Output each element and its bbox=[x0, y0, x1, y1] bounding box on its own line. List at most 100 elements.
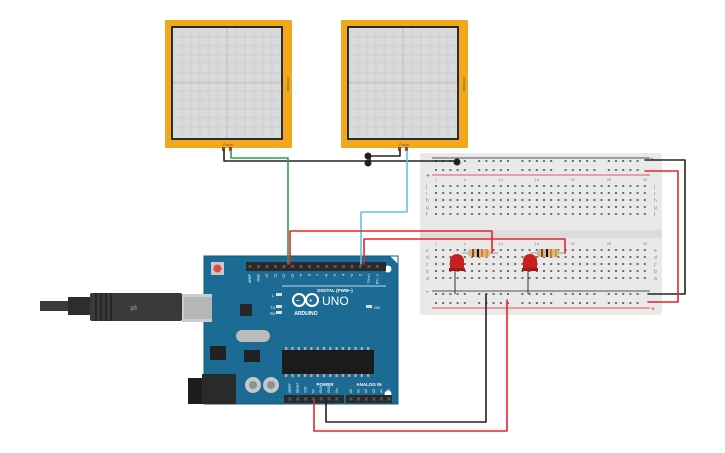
terminal-hole[interactable] bbox=[579, 256, 581, 258]
terminal-hole[interactable] bbox=[593, 213, 596, 215]
terminal-hole[interactable] bbox=[586, 206, 589, 208]
terminal-hole[interactable] bbox=[571, 192, 574, 194]
rail-hole[interactable] bbox=[507, 293, 509, 295]
terminal-hole[interactable] bbox=[564, 277, 567, 279]
terminal-hole[interactable] bbox=[579, 185, 581, 187]
terminal-hole[interactable] bbox=[478, 185, 481, 187]
terminal-hole[interactable] bbox=[622, 185, 625, 187]
wire-red-led2[interactable] bbox=[363, 238, 566, 265]
terminal-hole[interactable] bbox=[593, 270, 596, 272]
terminal-hole[interactable] bbox=[600, 185, 603, 187]
terminal-hole[interactable] bbox=[543, 206, 545, 208]
sensor-pin-2[interactable] bbox=[405, 147, 408, 151]
terminal-hole[interactable] bbox=[564, 185, 567, 187]
terminal-hole[interactable] bbox=[535, 256, 538, 258]
terminal-hole[interactable] bbox=[643, 270, 646, 272]
rail-hole[interactable] bbox=[550, 302, 553, 304]
rail-hole[interactable] bbox=[571, 302, 574, 304]
terminal-hole[interactable] bbox=[471, 192, 473, 194]
rail-hole[interactable] bbox=[607, 160, 610, 162]
rail-hole[interactable] bbox=[435, 293, 437, 295]
terminal-hole[interactable] bbox=[543, 270, 545, 272]
terminal-hole[interactable] bbox=[564, 206, 567, 208]
terminal-hole[interactable] bbox=[550, 199, 553, 201]
terminal-hole[interactable] bbox=[442, 256, 445, 258]
resistor-2[interactable] bbox=[530, 249, 566, 257]
terminal-hole[interactable] bbox=[636, 192, 639, 194]
terminal-hole[interactable] bbox=[499, 249, 502, 251]
rail-hole[interactable] bbox=[499, 160, 502, 162]
terminal-hole[interactable] bbox=[550, 277, 553, 279]
terminal-hole[interactable] bbox=[636, 185, 639, 187]
terminal-hole[interactable] bbox=[615, 270, 617, 272]
terminal-hole[interactable] bbox=[463, 206, 466, 208]
terminal-hole[interactable] bbox=[499, 270, 502, 272]
terminal-hole[interactable] bbox=[550, 213, 553, 215]
terminal-hole[interactable] bbox=[507, 263, 509, 265]
rail-hole[interactable] bbox=[564, 293, 567, 295]
terminal-hole[interactable] bbox=[629, 256, 632, 258]
rail-hole[interactable] bbox=[528, 302, 531, 304]
rail-hole[interactable] bbox=[564, 169, 567, 171]
terminal-hole[interactable] bbox=[600, 277, 603, 279]
terminal-hole[interactable] bbox=[557, 206, 560, 208]
terminal-hole[interactable] bbox=[557, 192, 560, 194]
terminal-hole[interactable] bbox=[629, 277, 632, 279]
rail-hole[interactable] bbox=[485, 160, 488, 162]
terminal-hole[interactable] bbox=[622, 206, 625, 208]
rail-hole[interactable] bbox=[571, 169, 574, 171]
terminal-hole[interactable] bbox=[435, 206, 437, 208]
terminal-hole[interactable] bbox=[463, 249, 466, 251]
terminal-hole[interactable] bbox=[492, 256, 495, 258]
terminal-hole[interactable] bbox=[600, 199, 603, 201]
terminal-hole[interactable] bbox=[557, 277, 560, 279]
header-hole[interactable] bbox=[265, 265, 269, 268]
terminal-hole[interactable] bbox=[607, 206, 610, 208]
terminal-hole[interactable] bbox=[456, 206, 459, 208]
rail-hole[interactable] bbox=[550, 293, 553, 295]
power-jack[interactable] bbox=[188, 374, 236, 404]
wire-junction[interactable] bbox=[364, 152, 372, 160]
rail-hole[interactable] bbox=[521, 169, 524, 171]
terminal-hole[interactable] bbox=[586, 270, 589, 272]
power-header[interactable] bbox=[284, 395, 344, 403]
terminal-hole[interactable] bbox=[643, 199, 646, 201]
terminal-hole[interactable] bbox=[607, 249, 610, 251]
header-hole[interactable] bbox=[367, 265, 371, 268]
terminal-hole[interactable] bbox=[528, 277, 531, 279]
rail-hole[interactable] bbox=[622, 293, 625, 295]
terminal-hole[interactable] bbox=[643, 192, 646, 194]
terminal-hole[interactable] bbox=[593, 206, 596, 208]
rail-hole[interactable] bbox=[593, 293, 596, 295]
rail-hole[interactable] bbox=[463, 293, 466, 295]
terminal-hole[interactable] bbox=[557, 256, 560, 258]
rail-hole[interactable] bbox=[521, 302, 524, 304]
terminal-hole[interactable] bbox=[485, 185, 488, 187]
terminal-hole[interactable] bbox=[571, 199, 574, 201]
rail-hole[interactable] bbox=[521, 160, 524, 162]
terminal-hole[interactable] bbox=[535, 192, 538, 194]
rail-hole[interactable] bbox=[571, 293, 574, 295]
terminal-hole[interactable] bbox=[471, 206, 473, 208]
rail-hole[interactable] bbox=[449, 302, 452, 304]
terminal-hole[interactable] bbox=[643, 206, 646, 208]
terminal-hole[interactable] bbox=[485, 199, 488, 201]
wire-black-rail-right[interactable] bbox=[644, 159, 686, 295]
terminal-hole[interactable] bbox=[463, 185, 466, 187]
terminal-hole[interactable] bbox=[521, 263, 524, 265]
terminal-hole[interactable] bbox=[593, 277, 596, 279]
terminal-hole[interactable] bbox=[471, 277, 473, 279]
terminal-hole[interactable] bbox=[564, 263, 567, 265]
terminal-hole[interactable] bbox=[442, 213, 445, 215]
rail-hole[interactable] bbox=[615, 302, 617, 304]
terminal-hole[interactable] bbox=[629, 249, 632, 251]
terminal-hole[interactable] bbox=[615, 185, 617, 187]
rail-hole[interactable] bbox=[492, 160, 495, 162]
terminal-hole[interactable] bbox=[449, 213, 452, 215]
rail-hole[interactable] bbox=[463, 169, 466, 171]
terminal-hole[interactable] bbox=[600, 192, 603, 194]
rail-hole[interactable] bbox=[492, 293, 495, 295]
rail-hole[interactable] bbox=[449, 169, 452, 171]
terminal-hole[interactable] bbox=[514, 277, 517, 279]
terminal-hole[interactable] bbox=[622, 270, 625, 272]
